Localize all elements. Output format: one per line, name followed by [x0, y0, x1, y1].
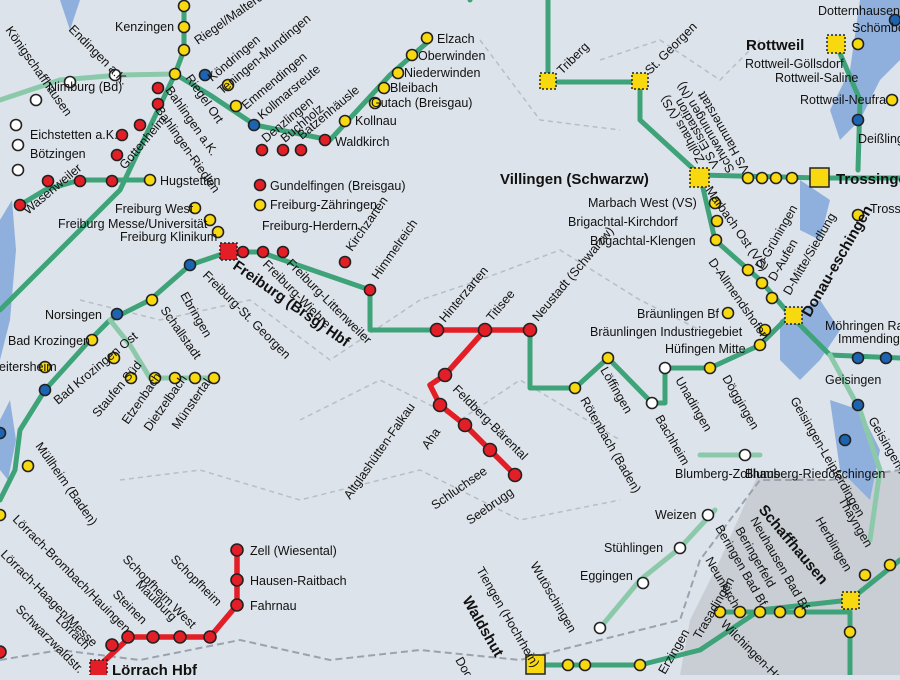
label-rottweil-gollsdorf: Rottweil-Göllsdorf: [745, 57, 844, 71]
label-freiburg-zahringen: Freiburg-Zähringen: [270, 198, 377, 212]
label-triberg: Triberg: [554, 40, 592, 78]
label-seebrugg: Seebrugg: [464, 485, 516, 528]
label-deisslingen-mitte: Deißlingen Mitte: [858, 132, 900, 146]
label-stuhlingen: Stühlingen: [604, 541, 663, 555]
label-st-georgen: St. Georgen: [642, 20, 700, 78]
label-braunlingen-ind: Bräunlingen Industriegebiet: [590, 325, 743, 339]
label-freiburg-messe: Freiburg Messe/Universität: [58, 217, 208, 231]
label-waldkirch: Waldkirch: [335, 135, 389, 149]
label-freiburg-klinikum: Freiburg Klinikum: [120, 230, 217, 244]
label-trossingen-stadt: Trossingen Stadt: [870, 202, 900, 216]
label-nimburg: Nimburg (Bd): [48, 80, 122, 94]
label-gundelfingen: Gundelfingen (Breisgau): [270, 179, 406, 193]
label-mohringen-rathaus: Möhringen Rathaus: [825, 319, 900, 333]
label-aha: Aha: [419, 425, 443, 451]
label-geisingen: Geisingen: [825, 373, 881, 387]
label-immendingen-mitte: Immendingen Mitte: [838, 332, 900, 346]
label-mullheim: Müllheim (Baden): [33, 440, 101, 528]
label-hausen-raitbach: Hausen-Raitbach: [250, 574, 347, 588]
label-eggingen: Eggingen: [580, 569, 633, 583]
label-rottweil-neufra: Rottweil-Neufra: [800, 93, 886, 107]
label-zell: Zell (Wiesental): [250, 544, 337, 558]
label-brigachtal-kirchdorf: Brigachtal-Kirchdorf: [568, 215, 678, 229]
label-elzach: Elzach: [437, 32, 475, 46]
label-norsingen: Norsingen: [45, 308, 102, 322]
label-wasenweiler: Wasenweiler: [21, 161, 84, 217]
label-altglashutten: Altglashütten-Falkau: [341, 400, 418, 501]
label-trossingen-bf: Trossingen Bf: [836, 171, 900, 188]
label-blumberg-ried: Blumberg-Riedöschingen: [745, 467, 885, 481]
label-weizen: Weizen: [655, 508, 697, 522]
label-bleibach: Bleibach: [390, 81, 438, 95]
label-braunlingen-bf: Bräunlingen Bf: [637, 307, 720, 321]
label-niederwinden: Niederwinden: [404, 66, 480, 80]
label-lofingen: Löffingen: [597, 365, 635, 416]
label-gutach: Gutach (Breisgau): [371, 96, 472, 110]
label-doggingen: Döggingen: [719, 373, 761, 432]
label-dotternhausen: Dotternhausen: [818, 4, 900, 18]
label-titisee: Titisee: [484, 287, 518, 324]
label-bachheim: Bachheim: [652, 413, 692, 468]
label-villingen: Villingen (Schwarzw): [500, 171, 649, 188]
label-rottweil: Rottweil: [746, 37, 804, 54]
label-dogern: Dogern: [452, 655, 485, 676]
label-hufingen-mitte: Hüfingen Mitte: [665, 342, 746, 356]
label-oberwinden: Oberwinden: [418, 49, 485, 63]
label-fahrnau: Fahrnau: [250, 599, 297, 613]
label-rottweil-saline: Rottweil-Saline: [775, 71, 858, 85]
label-botzingen: Bötzingen: [30, 147, 86, 161]
label-freiburg-herdern: Freiburg-Herdern: [262, 219, 358, 233]
label-wutoschingen: Wutöschingen: [527, 560, 579, 635]
label-kollnau: Kollnau: [355, 114, 397, 128]
label-marbach-west: Marbach West (VS): [588, 196, 697, 210]
label-bad-krozingen: Bad Krozingen: [8, 334, 90, 348]
label-himmelreich: Himmelreich: [369, 217, 420, 282]
label-loerrach-hbf: Lörrach Hbf: [112, 662, 198, 675]
label-schombel: Schömbe: [852, 21, 900, 35]
label-heitersheim: Heitersheim: [0, 360, 57, 374]
label-unadingen: Unadingen: [672, 375, 714, 434]
label-freiburg-west: Freiburg West: [115, 202, 194, 216]
label-brigachtal-klengen: Brigachtal-Klengen: [590, 234, 696, 248]
label-hinterzarten: Hinterzarten: [437, 264, 492, 325]
label-eichstetten: Eichstetten a.K.: [30, 128, 118, 142]
label-kenzingen: Kenzingen: [115, 20, 174, 34]
